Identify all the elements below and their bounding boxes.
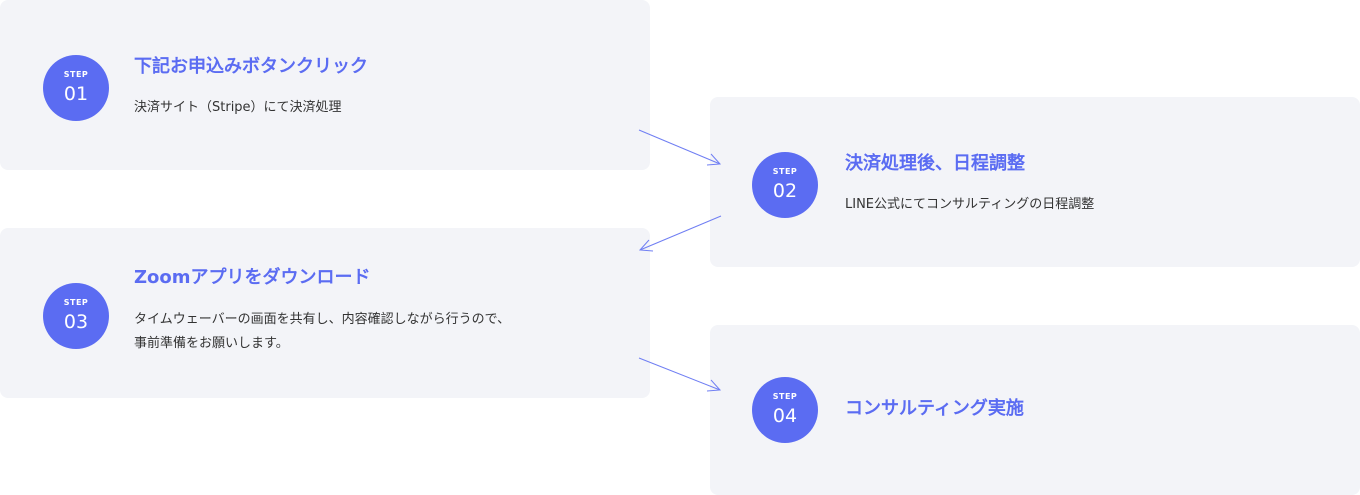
step-card-4: STEP 04 コンサルティング実施 [710, 325, 1360, 495]
step-badge-1: STEP 01 [43, 55, 109, 121]
arrow-step1-to-step2-icon [638, 129, 722, 166]
step-label: STEP [63, 70, 89, 79]
step-badge-2: STEP 02 [752, 152, 818, 218]
step-description-line: タイムウェーバーの画面を共有し、内容確認しながら行うので、 [134, 312, 511, 327]
step-description: タイムウェーバーの画面を共有し、内容確認しながら行うので、 事前準備をお願いしま… [134, 308, 510, 356]
arrow-step2-to-step3-icon [638, 215, 722, 252]
step-description-line: 事前準備をお願いします。 [134, 336, 289, 351]
step-label: STEP [63, 298, 89, 307]
step-number: 03 [63, 311, 89, 333]
step-label: STEP [772, 392, 798, 401]
step-description-line: LINE公式にてコンサルティングの日程調整 [845, 197, 1095, 212]
step-description: LINE公式にてコンサルティングの日程調整 [845, 193, 1094, 217]
step-number: 02 [772, 180, 798, 202]
step-number: 01 [63, 83, 89, 105]
step-label: STEP [772, 167, 798, 176]
step-card-1: STEP 01 下記お申込みボタンクリック 決済サイト（Stripe）にて決済処… [0, 0, 650, 170]
step-title: Zoomアプリをダウンロード [134, 267, 371, 288]
step-badge-4: STEP 04 [752, 377, 818, 443]
step-title: 決済処理後、日程調整 [845, 153, 1025, 174]
step-title: コンサルティング実施 [845, 398, 1024, 419]
step-card-2: STEP 02 決済処理後、日程調整 LINE公式にてコンサルティングの日程調整 [710, 97, 1360, 267]
step-title: 下記お申込みボタンクリック [134, 56, 368, 77]
step-badge-3: STEP 03 [43, 283, 109, 349]
arrow-step3-to-step4-icon [638, 357, 722, 392]
step-card-3: STEP 03 Zoomアプリをダウンロード タイムウェーバーの画面を共有し、内… [0, 228, 650, 398]
step-description-line: 決済サイト（Stripe）にて決済処理 [134, 100, 342, 115]
step-number: 04 [772, 405, 798, 427]
step-description: 決済サイト（Stripe）にて決済処理 [134, 96, 342, 120]
